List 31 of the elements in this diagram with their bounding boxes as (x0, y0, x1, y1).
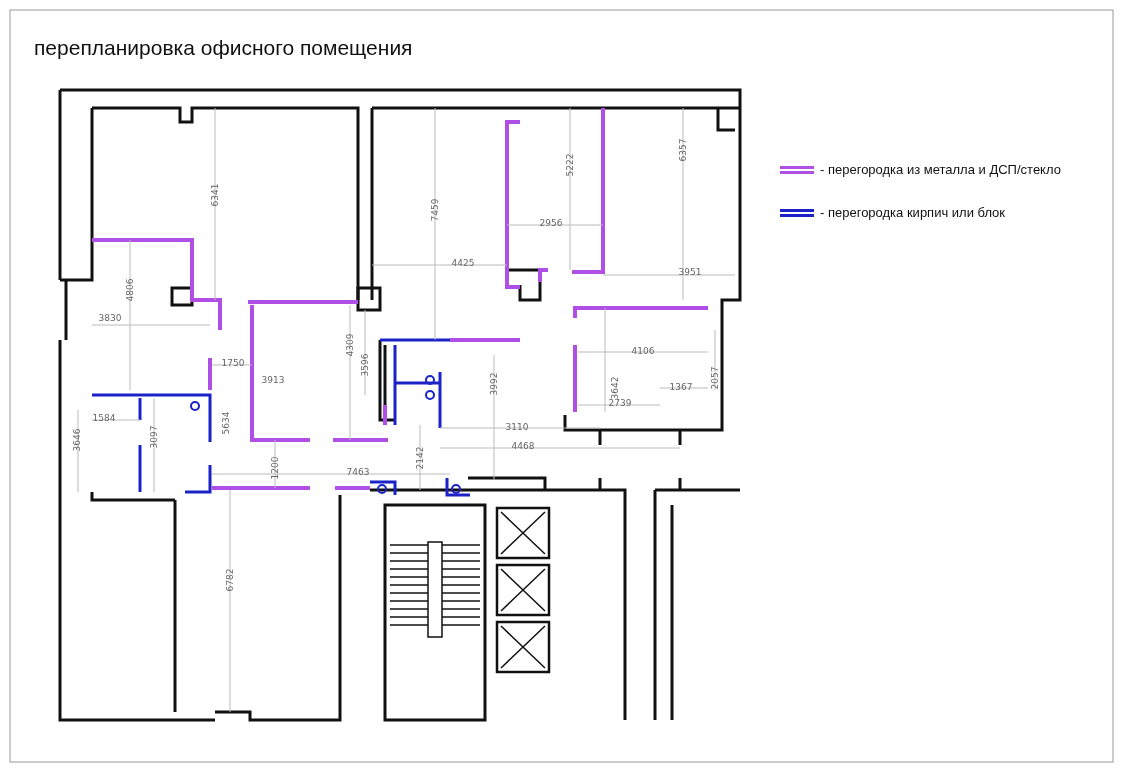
dimension-label: 2956 (539, 217, 563, 228)
dimension-label: 3646 (71, 428, 82, 452)
dimension-label: 3642 (609, 376, 620, 400)
dimension-label: 3913 (261, 374, 285, 385)
dimension-label: 1200 (269, 456, 280, 480)
dimension-label: 6341 (209, 183, 220, 207)
dimension-label: 4425 (451, 257, 475, 268)
dimension-label: 7463 (346, 466, 370, 477)
dimension-label: 3110 (505, 421, 529, 432)
dimension-label: 1584 (92, 412, 116, 423)
dimension-label: 3951 (678, 266, 702, 277)
dimension-label: 3097 (148, 425, 159, 449)
dimension-label: 2057 (709, 366, 720, 390)
dimension-label: 4468 (511, 440, 535, 451)
dimension-label: 1750 (221, 357, 245, 368)
dimension-label: 4309 (344, 333, 355, 357)
dimension-label: 3830 (98, 312, 122, 323)
dimension-label: 4806 (124, 278, 135, 302)
dimension-label: 2142 (414, 446, 425, 470)
dimension-label: 6357 (677, 138, 688, 162)
dimension-label: 3596 (359, 353, 370, 377)
plan-title: перепланировка офисного помещения (34, 36, 413, 60)
dimension-label: 5634 (220, 411, 231, 435)
dimension-label: 3992 (488, 372, 499, 396)
dimension-label: 4106 (631, 345, 655, 356)
legend-text: - перегородка из металла и ДСП/стекло (820, 162, 1062, 178)
dimension-label: 1367 (669, 381, 693, 392)
dimension-label: 7459 (429, 198, 440, 222)
legend-text: - перегородка кирпич или блок (820, 205, 1007, 221)
dimension-label: 6782 (224, 568, 235, 592)
dimension-label: 5222 (564, 153, 575, 177)
